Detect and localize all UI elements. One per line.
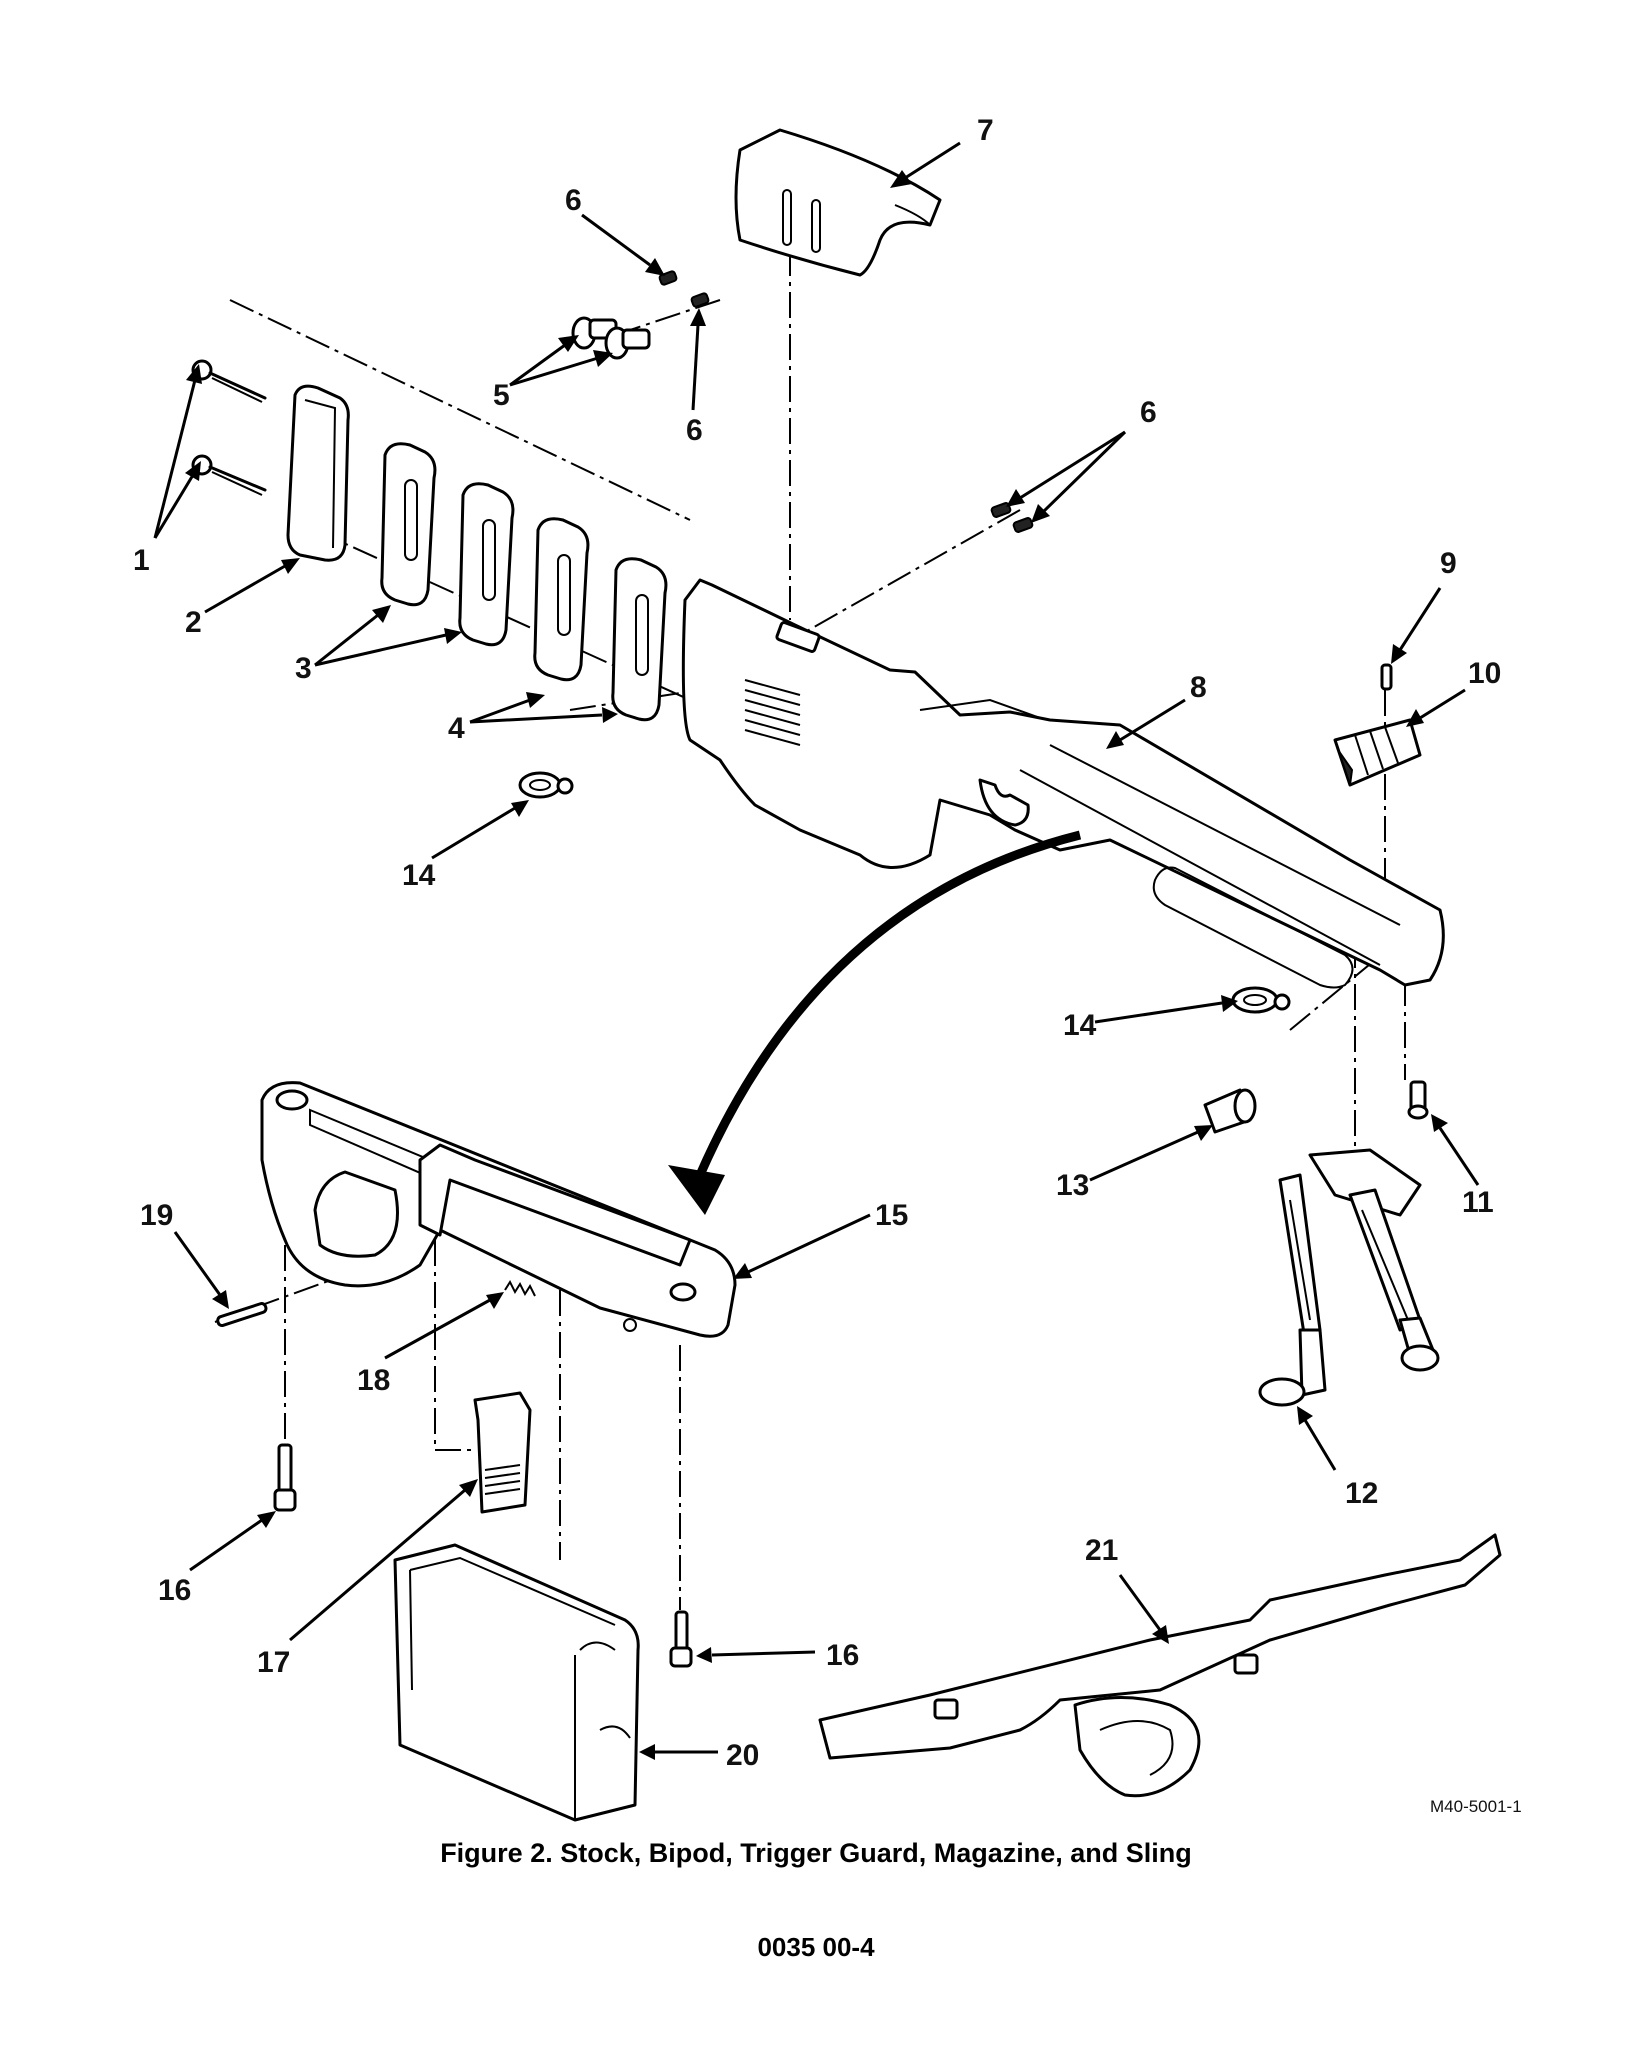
callout-18: 18 — [357, 1364, 390, 1397]
callout-19: 19 — [140, 1199, 173, 1232]
spacers-part-4 — [533, 517, 668, 722]
callout-17: 17 — [257, 1646, 290, 1679]
set-screws-part-6 — [658, 270, 1034, 533]
callout-7: 7 — [977, 114, 994, 147]
callout-3: 3 — [295, 652, 312, 685]
assembly-flow-arrow — [668, 830, 1082, 1215]
sling-swivel-part-14-lower — [1231, 986, 1291, 1014]
callout-13: 13 — [1056, 1169, 1089, 1202]
callout-10: 10 — [1468, 657, 1501, 690]
leader-lines — [153, 141, 1480, 1760]
callout-6-middle: 6 — [686, 414, 703, 447]
page-number: 0035 00-4 — [757, 1932, 875, 1962]
bipod-part-12 — [1258, 1148, 1440, 1407]
callout-14-lower: 14 — [1063, 1009, 1097, 1042]
callout-9: 9 — [1440, 547, 1457, 580]
callout-20: 20 — [726, 1739, 759, 1772]
callout-4: 4 — [448, 712, 465, 745]
spring-part-18 — [504, 1279, 536, 1297]
butt-screws-part-1 — [191, 359, 267, 496]
callout-6-top: 6 — [565, 184, 582, 217]
callout-8: 8 — [1190, 671, 1207, 704]
bipod-adapter-part-13 — [1203, 1088, 1257, 1134]
stock-part-8 — [681, 578, 1445, 989]
figure-caption: Figure 2. Stock, Bipod, Trigger Guard, M… — [440, 1838, 1192, 1868]
guard-screw-part-16-left — [273, 1443, 297, 1512]
callout-11: 11 — [1462, 1186, 1494, 1219]
callout-16-left: 16 — [158, 1574, 191, 1607]
sling-swivel-part-14-upper — [518, 771, 574, 799]
callout-labels: 7 6 5 6 6 1 2 3 4 14 8 9 10 14 11 13 12 … — [133, 114, 1501, 1772]
follower-part-17 — [473, 1391, 532, 1514]
callout-14-upper: 14 — [402, 859, 436, 892]
callout-16-right: 16 — [826, 1639, 859, 1672]
screw-part-11 — [1407, 1080, 1429, 1120]
callout-1: 1 — [133, 544, 150, 577]
drawing-number: M40-5001-1 — [1430, 1797, 1522, 1816]
stock-vent-lines — [744, 679, 801, 746]
callout-2: 2 — [185, 606, 202, 639]
rail-part-10 — [1333, 718, 1422, 787]
trigger-guard-part-15 — [260, 1081, 737, 1338]
callout-5: 5 — [493, 379, 510, 412]
callout-6-right: 6 — [1140, 396, 1157, 429]
pin-part-19 — [216, 1302, 268, 1327]
cheek-rest-part-7 — [734, 128, 942, 277]
butt-plate-part-2 — [286, 384, 350, 562]
magazine-part-20 — [393, 1543, 640, 1822]
spacers-part-3 — [380, 442, 515, 647]
screw-part-9 — [1380, 663, 1393, 691]
callout-15: 15 — [875, 1199, 908, 1232]
callout-12: 12 — [1345, 1477, 1378, 1510]
cheek-screws-part-5 — [571, 316, 651, 360]
callout-21: 21 — [1085, 1534, 1118, 1567]
guard-screw-part-16-right — [669, 1610, 693, 1668]
sling-part-21 — [818, 1533, 1502, 1798]
